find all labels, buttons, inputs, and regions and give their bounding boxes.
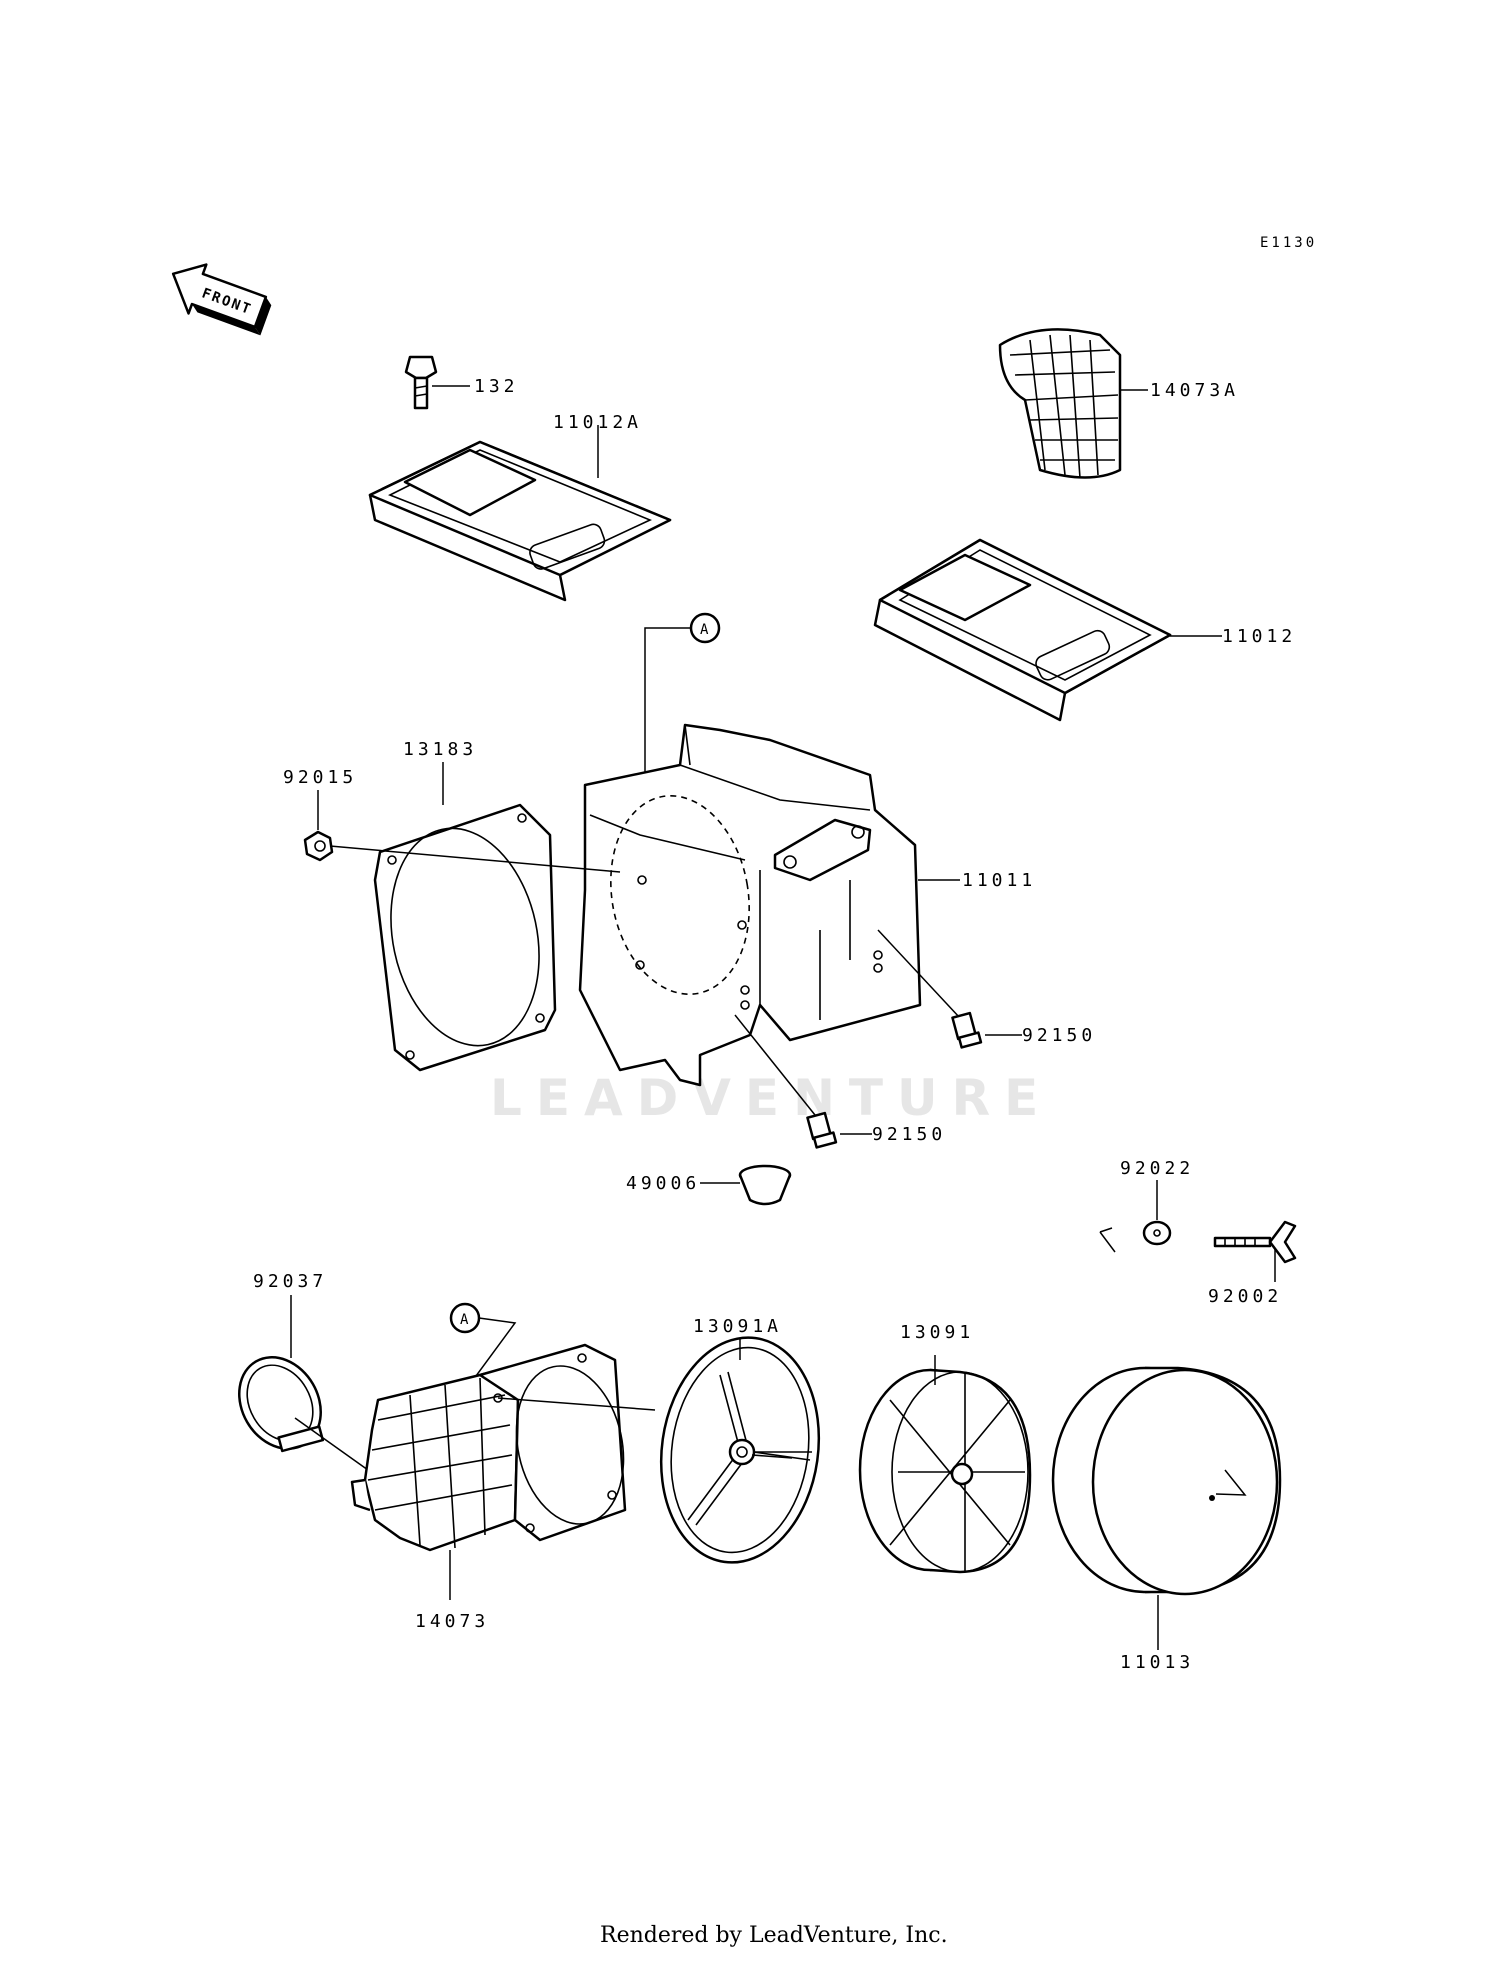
bolt-132-icon [404, 355, 470, 410]
label-11011: 11011 [962, 870, 1036, 891]
label-11012A: 11012A [553, 412, 642, 433]
filter-holder-13091A-icon [659, 1336, 821, 1564]
label-13091: 13091 [900, 1322, 974, 1343]
diagram-code: E1130 [1260, 235, 1317, 251]
filter-cage-13091-icon [858, 1355, 1032, 1574]
nut-92015-icon [303, 790, 621, 873]
label-92015: 92015 [283, 767, 357, 788]
label-14073A: 14073A [1150, 380, 1239, 401]
label-13183: 13183 [403, 739, 477, 760]
cap-49006-icon [700, 1164, 792, 1206]
bolt-92150-right-icon [877, 929, 1022, 1049]
watermark-text: LEADVENTURE [490, 1069, 1052, 1127]
label-92002: 92002 [1208, 1286, 1282, 1307]
filter-element-11013-icon [1051, 1366, 1282, 1650]
label-11013: 11013 [1120, 1652, 1194, 1673]
label-92037: 92037 [253, 1271, 327, 1292]
air-duct-tray-11012A-icon [368, 440, 672, 602]
label-13091A: 13091A [693, 1316, 782, 1337]
reference-a-label-upper: A [700, 622, 711, 638]
label-92022: 92022 [1120, 1158, 1194, 1179]
bolt-92150-lower-icon [734, 1014, 872, 1149]
reference-a-label-lower: A [460, 1312, 471, 1328]
label-49006: 49006 [626, 1173, 700, 1194]
footer-credit: Rendered by LeadVenture, Inc. [600, 1923, 948, 1948]
air-intake-duct-14073A-icon [998, 328, 1122, 479]
label-14073: 14073 [415, 1611, 489, 1632]
label-132: 132 [474, 376, 519, 397]
front-arrow-icon: FRONT [171, 263, 272, 336]
air-cleaner-case-11011-icon [578, 723, 922, 1087]
air-duct-tray-11012-icon [873, 538, 1172, 722]
label-92150-right: 92150 [1022, 1025, 1096, 1046]
label-92150-lower: 92150 [872, 1124, 946, 1145]
washer-92022-icon [1099, 1180, 1172, 1253]
clamp-92037-icon [238, 1295, 376, 1476]
label-11012: 11012 [1222, 626, 1296, 647]
air-duct-14073-icon [350, 1343, 656, 1552]
gasket-plate-13183-icon [373, 803, 557, 1072]
wing-bolt-92002-icon [1213, 1220, 1297, 1282]
